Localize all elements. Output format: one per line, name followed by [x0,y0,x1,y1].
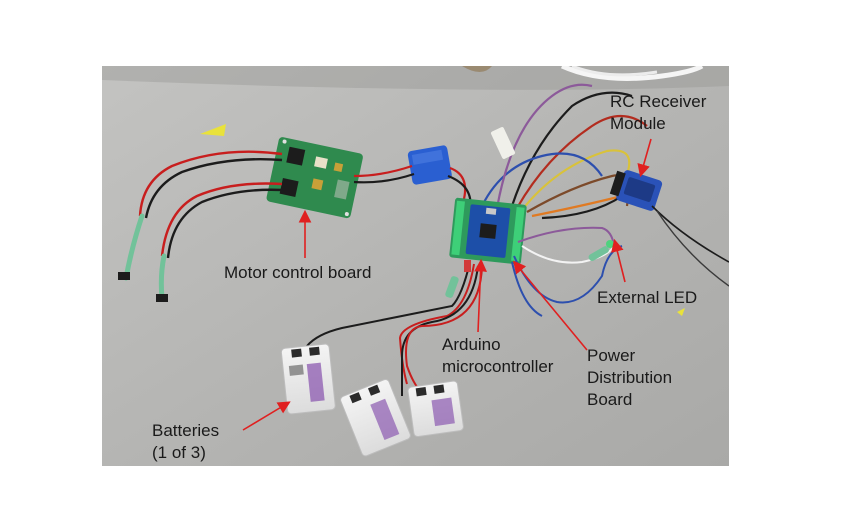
blue-tape [407,145,452,185]
led-sleeve [588,246,609,261]
power-distribution-board [449,197,527,265]
motor-plug-1 [118,272,130,280]
motor-plug-2 [156,294,168,302]
arrow-rc-receiver [637,138,652,178]
arrow-arduino [474,258,487,333]
yellow-marker [200,124,226,136]
white-cable-2 [571,66,658,77]
arrow-external-led [611,238,626,283]
arrow-batteries [242,401,291,431]
battery-2 [340,379,411,457]
label-motor-board: Motor control board [224,263,372,282]
battery-3 [407,380,464,438]
label-rc-receiver: RC Receiver Module [610,92,707,133]
electronics-photo [102,66,729,466]
yellow-marker-small [677,308,685,316]
label-external-led: External LED [597,288,698,307]
motor-wires-left [138,150,283,259]
led-wires [511,226,623,317]
battery-wires [306,261,483,396]
battery-1 [280,343,336,415]
label-batteries: Batteries (1 of 3) [152,421,220,462]
rc-receiver-module [609,170,663,211]
label-arduino: Arduino microcontroller [442,335,554,376]
wire-connector [490,127,516,159]
label-power-board: Power Distribution Board [587,346,673,409]
surface-stain [462,66,492,72]
white-cable [560,66,704,81]
battery-wire-sleeve [445,276,459,298]
arrow-power-board [512,260,588,351]
arduino-microcontroller [465,204,511,258]
red-connector [464,260,471,272]
motor-control-board [266,137,363,219]
receiver-antenna-2 [656,210,729,287]
